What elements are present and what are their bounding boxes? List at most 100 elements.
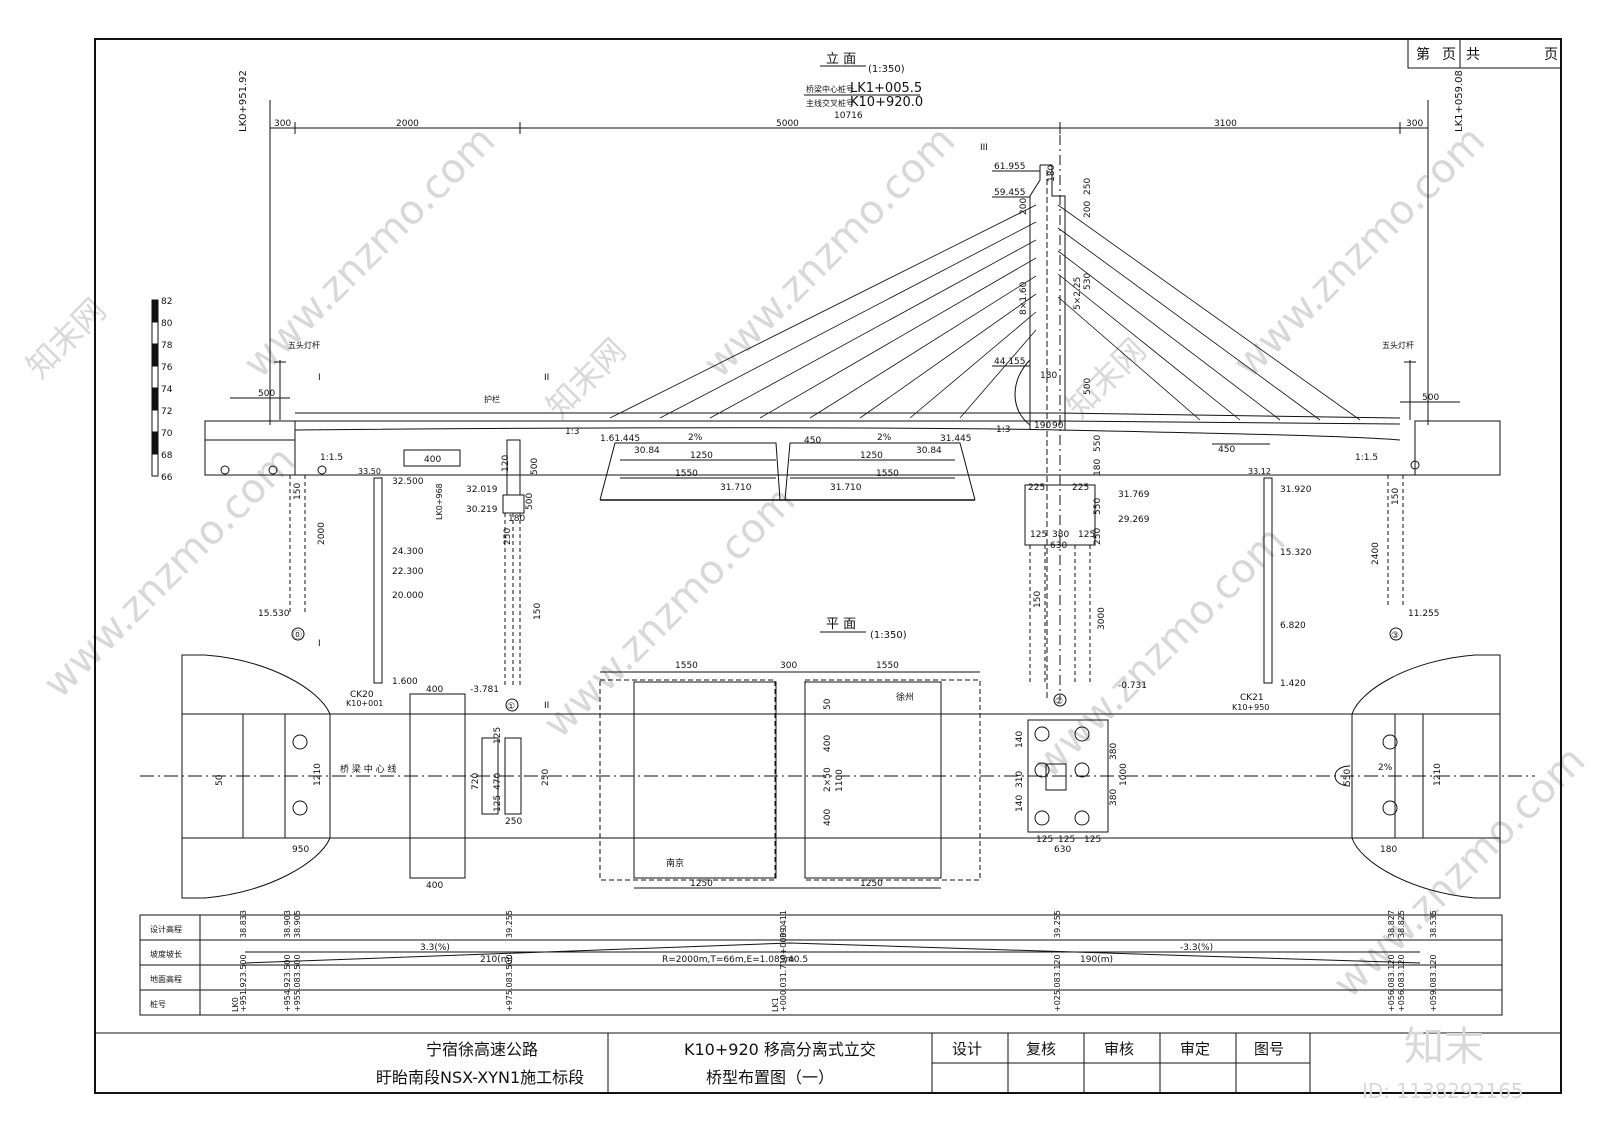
dimension-label: 190(m) xyxy=(1080,955,1113,965)
dimension-label: 210(m) xyxy=(480,955,513,965)
dimension-label: 150 xyxy=(293,483,303,500)
dimension-label: 300 xyxy=(780,661,797,671)
dimension-label: 38.827 xyxy=(1387,910,1396,938)
dimension-label: 31.710 xyxy=(720,483,752,493)
section-mark-3: III xyxy=(980,143,988,153)
dimension-label: 125 xyxy=(1058,835,1075,845)
watermark-text: www.znzmo.com xyxy=(1025,517,1295,787)
dimension-label: 1:1.5 xyxy=(320,453,343,463)
dimension-label: 40.5 xyxy=(788,955,808,965)
deck-bottom xyxy=(295,420,1401,425)
dimension-label: 400 xyxy=(823,809,833,826)
dimension-label: 250 xyxy=(503,528,513,545)
dimension-label: 74 xyxy=(161,385,173,395)
dimension-label: 400 xyxy=(426,881,443,891)
dimension-label: 6.820 xyxy=(1280,621,1306,631)
dimension-label: 68 xyxy=(161,451,173,461)
dimension-label: LK0 xyxy=(231,997,240,1012)
dimension-label: 225 xyxy=(1028,483,1045,493)
dimension-label: 200 xyxy=(1019,198,1029,215)
dimension-label: 250 xyxy=(1093,528,1103,545)
dimension-label: 90 xyxy=(1052,421,1064,431)
elevation-title: 立 面 xyxy=(826,52,856,67)
dimension-label: 1:3 xyxy=(565,427,579,437)
watermark-text: www.znzmo.com xyxy=(235,117,505,387)
dimension-label: 11.255 xyxy=(1408,609,1440,619)
page-box xyxy=(1407,38,1562,69)
brand-logo: 知末 xyxy=(1404,1024,1484,1070)
dimension-label: -0.731 xyxy=(1118,681,1147,691)
dimension-label: 72 xyxy=(161,407,172,417)
cell-drawing-no: 图号 xyxy=(1254,1040,1284,1058)
dimension-label: 2% xyxy=(877,433,892,443)
dimension-label: LK0+968 xyxy=(435,483,444,520)
dimension-label: 470 xyxy=(493,773,503,790)
dimension-label: 59.455 xyxy=(994,188,1026,198)
dimension-label: 125 xyxy=(1084,835,1101,845)
dimension-label: 450 xyxy=(1218,445,1235,455)
dimension-label: 2000 xyxy=(317,522,327,545)
total-label: 共 xyxy=(1466,47,1480,63)
dimension-label: 180 xyxy=(1380,845,1397,855)
dimension-label: 2% xyxy=(1378,763,1393,773)
dimension-label: 125 xyxy=(1036,835,1053,845)
dimension-label: 31.445 xyxy=(940,434,972,444)
dim-300-right: 300 xyxy=(1406,119,1423,129)
plan-view: 平 面 (1:350) 桥 梁 中 心 线 50 1210 950 180 12… xyxy=(140,617,1535,899)
dimension-label: 180 xyxy=(508,514,525,524)
dimension-label: 1.61.445 xyxy=(600,434,640,444)
dimension-label: 225 xyxy=(1072,483,1089,493)
dimension-label: 31.769 xyxy=(1118,490,1150,500)
dimension-label: 32.019 xyxy=(466,485,498,495)
dimension-label: 550 xyxy=(1343,769,1353,786)
dimension-label: 150 xyxy=(533,603,543,620)
dimension-label: 250 xyxy=(541,769,551,786)
dimension-label: II xyxy=(544,701,549,711)
dimension-label: 180 xyxy=(1047,165,1057,182)
dimension-label: 630 xyxy=(1054,845,1071,855)
row-slope: 坡度坡长 xyxy=(150,949,182,959)
right-station: LK1+059.08 xyxy=(1454,70,1465,132)
dim-total: 10716 xyxy=(834,111,863,121)
dimension-label: 5×2.25 xyxy=(1073,277,1083,310)
dimension-label: 190 xyxy=(1034,421,1051,431)
elevation-scale: (1:350) xyxy=(868,64,905,75)
dim-5000: 5000 xyxy=(776,119,799,129)
watermark-brand: 知末网 xyxy=(1059,331,1154,426)
dimension-label: 380 xyxy=(1052,530,1069,540)
watermark-brand: 知末网 xyxy=(539,331,634,426)
south-label: 南京 xyxy=(666,857,684,869)
dimension-label: LK1 xyxy=(771,997,780,1012)
dimension-label: 2×50 xyxy=(823,767,833,792)
dimension-label: 78 xyxy=(161,341,173,351)
dimension-label: 1100 xyxy=(835,769,845,792)
dimension-label: 1:1.5 xyxy=(1355,453,1378,463)
dimension-label: 550 xyxy=(1093,435,1103,452)
dimension-label: 29.269 xyxy=(1118,515,1150,525)
title-block: 宁宿徐高速公路 盱眙南段NSX-XYN1施工标段 K10+920 移高分离式立交… xyxy=(95,1032,1561,1093)
dimension-label: 1250 xyxy=(860,451,883,461)
station-value-2: K10+920.0 xyxy=(850,95,923,110)
dimension-label: 50 xyxy=(823,698,833,710)
pylon xyxy=(1014,135,1066,700)
dimension-label: +975.083.500 xyxy=(505,954,514,1012)
station-value-1: LK1+005.5 xyxy=(850,81,922,96)
dimension-label: 140 xyxy=(1015,731,1025,748)
dimension-label: 30.84 xyxy=(916,446,942,456)
dimension-label: 500 xyxy=(525,493,535,510)
page-label: 第 xyxy=(1416,46,1430,63)
dimension-label: ⓪ xyxy=(293,630,302,641)
dimension-label: 310 xyxy=(1015,771,1025,788)
drawing-subtitle: 桥型布置图（一） xyxy=(706,1068,834,1087)
dimension-label: 400 xyxy=(823,735,833,752)
row-ground-elev: 地面高程 xyxy=(150,974,182,984)
dimension-label: 22.300 xyxy=(392,567,424,577)
profile-table: 设计高程 坡度坡长 地面高程 桩号 3.3(%) 210(m) R=2000m,… xyxy=(139,910,1503,1016)
watermark-text: www.znzmo.com xyxy=(535,477,805,747)
dimension-label: I xyxy=(318,639,321,649)
cell-check: 复核 xyxy=(1026,1040,1056,1058)
dimension-label: 50 xyxy=(215,774,225,786)
dimension-label: 1250 xyxy=(860,879,883,889)
dimension-label: I xyxy=(318,373,321,383)
dimension-label: +059.083.120 xyxy=(1429,954,1438,1012)
